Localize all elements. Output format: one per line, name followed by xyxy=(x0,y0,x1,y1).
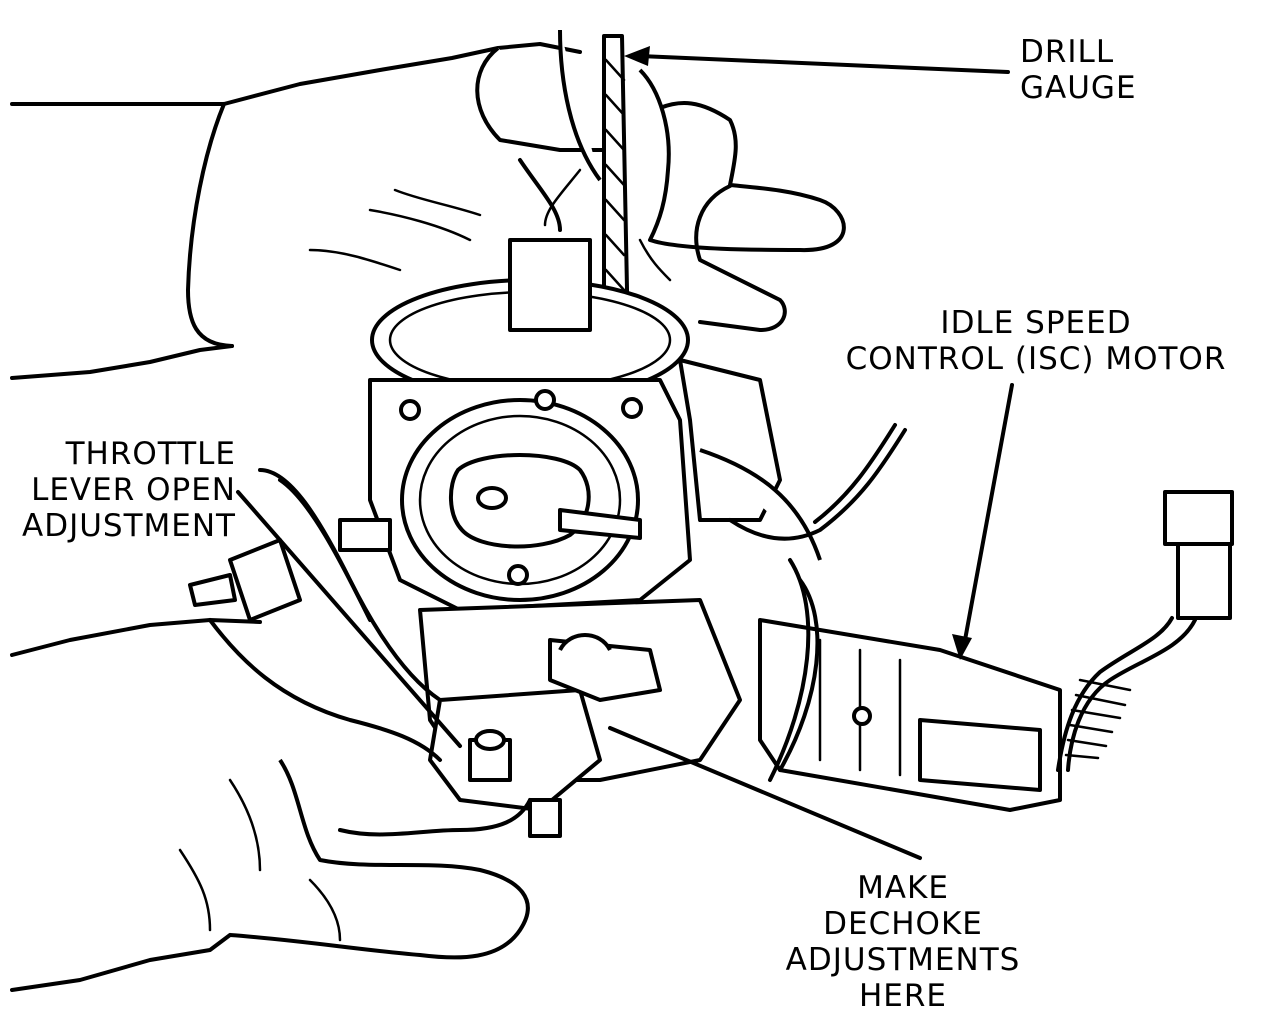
drill-gauge-label: DRILL GAUGE xyxy=(1020,34,1137,106)
drill-gauge-label-line: DRILL xyxy=(1020,34,1115,70)
upper-hand-illustration xyxy=(10,29,846,380)
isc-motor-label: IDLE SPEED CONTROL (ISC) MOTOR xyxy=(838,305,1234,377)
isc-motor-label-line: IDLE SPEED xyxy=(940,305,1132,341)
isc-motor-icon xyxy=(758,558,1062,812)
throttle-lever-label-line: ADJUSTMENT xyxy=(22,508,236,544)
lower-hand-illustration xyxy=(10,618,532,992)
carburetor-icon xyxy=(188,238,907,838)
dechoke-leader xyxy=(608,726,922,860)
connector-icon xyxy=(1056,490,1234,772)
dechoke-label: MAKE DECHOKE ADJUSTMENTS HERE xyxy=(772,870,1034,1014)
dechoke-label-line: DECHOKE xyxy=(823,906,983,942)
throttle-lever-label-line: THROTTLE xyxy=(65,436,236,472)
dechoke-label-line: HERE xyxy=(858,978,948,1014)
dechoke-label-line: ADJUSTMENTS xyxy=(785,942,1021,978)
throttle-lever-label-line: LEVER OPEN xyxy=(31,472,236,508)
drill-gauge-label-line: GAUGE xyxy=(1020,70,1137,106)
drill-gauge-icon xyxy=(602,34,630,342)
throttle-lever-label: THROTTLE LEVER OPEN ADJUSTMENT xyxy=(0,436,236,544)
dechoke-label-line: MAKE xyxy=(857,870,949,906)
drill-gauge-leader xyxy=(624,46,1010,74)
isc-motor-label-line: CONTROL (ISC) MOTOR xyxy=(845,341,1227,377)
isc-motor-leader xyxy=(952,383,1014,660)
throttle-lever-leader xyxy=(236,490,462,748)
